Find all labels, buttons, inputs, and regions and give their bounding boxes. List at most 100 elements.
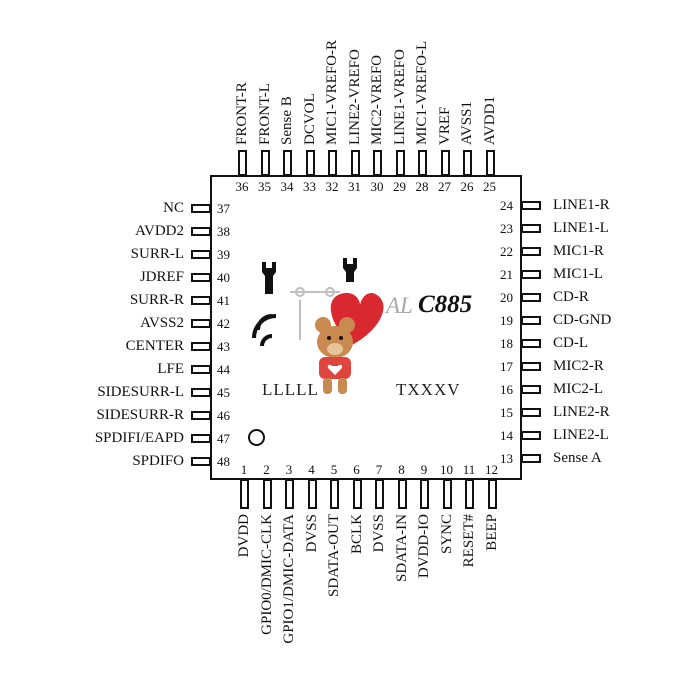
pin-label-right: LINE2-L	[553, 427, 609, 443]
pin-label-left: SIDESURR-L	[97, 384, 184, 400]
pin-number-top: 27	[438, 179, 451, 194]
pin-lead-left	[191, 342, 211, 351]
pin-lead-right	[521, 270, 541, 279]
pin-label-left: SURR-L	[130, 246, 184, 262]
pin-lead-left	[191, 273, 211, 282]
pin-label-right: CD-R	[553, 289, 589, 305]
pin-number-right: 18	[500, 336, 513, 351]
pin-label-top: AVSS1	[459, 101, 475, 145]
pin-lead-right	[521, 362, 541, 371]
pin-label-bottom: GPIO1/DMIC-DATA	[281, 514, 297, 644]
pin-label-top: MIC1-VREFO-L	[414, 40, 430, 145]
pin-label-right: MIC1-R	[553, 243, 604, 259]
pin-number-left: 42	[217, 316, 230, 331]
pin-lead-bottom	[307, 479, 317, 509]
pin-lead-left	[191, 365, 211, 374]
pin-label-right: MIC2-R	[553, 358, 604, 374]
pin-lead-bottom	[420, 479, 429, 509]
pin-number-left: 48	[217, 454, 230, 469]
pin-number-right: 14	[500, 428, 513, 443]
pin-number-top: 31	[348, 179, 361, 194]
pin-label-right: LINE2-R	[553, 404, 610, 420]
chip-logo-model: C885	[418, 291, 473, 318]
pin-number-bottom: 10	[440, 462, 453, 477]
pin1-indicator-dot	[248, 429, 265, 446]
pin-lead-top	[485, 150, 495, 176]
pin-lead-bottom	[330, 479, 339, 509]
pin-lead-right	[521, 316, 541, 325]
pin-lead-bottom	[465, 479, 474, 509]
pin-lead-left	[191, 227, 211, 236]
pin-number-bottom: 1	[240, 462, 248, 477]
pin-number-left: 37	[217, 201, 230, 216]
pin-lead-right	[521, 408, 541, 417]
pin-lead-top	[463, 150, 472, 176]
pin-lead-right	[521, 247, 541, 256]
pin-lead-right	[521, 339, 541, 348]
pin-number-top: 32	[325, 179, 339, 194]
pin-label-top: DCVOL	[301, 93, 318, 145]
pin-lead-top	[283, 150, 292, 176]
pin-number-bottom: 9	[420, 462, 428, 477]
pin-label-bottom: SDATA-OUT	[326, 514, 342, 597]
chip-marking-left: LLLLL	[262, 380, 319, 399]
pin-lead-right	[521, 385, 541, 394]
pin-lead-left	[191, 319, 211, 328]
pin-label-left: LFE	[157, 361, 184, 377]
pin-number-bottom: 3	[285, 462, 293, 477]
pin-label-left: NC	[163, 200, 184, 216]
pin-number-right: 16	[500, 382, 513, 397]
pin-lead-left	[191, 250, 211, 259]
pin-label-left: SPDIFI/EAPD	[94, 430, 184, 446]
pin-lead-top	[350, 150, 360, 176]
pin-number-left: 44	[217, 362, 230, 377]
pin-number-left: 41	[217, 293, 230, 308]
pin-number-right: 23	[500, 221, 513, 236]
pin-number-bottom: 4	[308, 462, 315, 477]
pin-number-top: 33	[303, 179, 316, 194]
pin-number-right: 22	[500, 244, 513, 259]
pin-lead-top	[440, 150, 450, 176]
pin-lead-left	[191, 411, 211, 420]
pin-label-bottom: SYNC	[438, 514, 455, 555]
pin-label-top: Sense B	[279, 96, 295, 145]
logo-crab-icon-right	[343, 258, 357, 282]
pin-number-left: 47	[217, 431, 230, 446]
pin-label-bottom: DVSS	[371, 514, 387, 553]
pin-number-bottom: 6	[353, 462, 360, 477]
pin-number-top: 34	[280, 179, 294, 194]
pin-label-right: LINE1-R	[553, 197, 610, 213]
pin-lead-bottom	[352, 479, 362, 509]
pin-lead-bottom	[285, 479, 294, 509]
pin-label-left: SPDIFO	[132, 453, 184, 469]
pin-number-right: 15	[500, 405, 513, 420]
pin-label-right: LINE1-L	[553, 220, 609, 236]
pin-label-left: AVDD2	[135, 223, 184, 239]
pin-number-top: 29	[393, 179, 406, 194]
pin-number-bottom: 8	[398, 462, 405, 477]
pin-label-right: CD-L	[553, 335, 588, 351]
pin-label-bottom: BEEP	[483, 514, 500, 551]
pin-label-left: AVSS2	[140, 315, 184, 331]
pin-number-bottom: 11	[462, 462, 476, 477]
logo-wave-icon	[252, 314, 277, 347]
pin-label-bottom: DVDD	[236, 514, 252, 558]
pin-lead-bottom	[240, 479, 249, 509]
pin-number-top: 25	[483, 179, 496, 194]
pin-lead-bottom	[397, 479, 407, 509]
pin-number-top: 30	[370, 179, 384, 194]
pin-lead-left	[191, 296, 211, 305]
pin-label-bottom: GPIO0/DMIC-CLK	[258, 514, 275, 635]
pin-label-bottom: RESET#	[461, 514, 477, 568]
pin-label-bottom: DVDD-IO	[416, 514, 432, 579]
pin-number-right: 19	[500, 313, 513, 328]
pin-label-top: AVDD1	[481, 96, 498, 145]
pin-number-right: 13	[500, 451, 513, 466]
pin-lead-bottom	[375, 479, 384, 509]
pin-number-right: 20	[500, 290, 513, 305]
pin-lead-left	[191, 388, 211, 397]
pin-number-left: 40	[217, 270, 230, 285]
pin-label-right: MIC1-L	[553, 266, 603, 282]
